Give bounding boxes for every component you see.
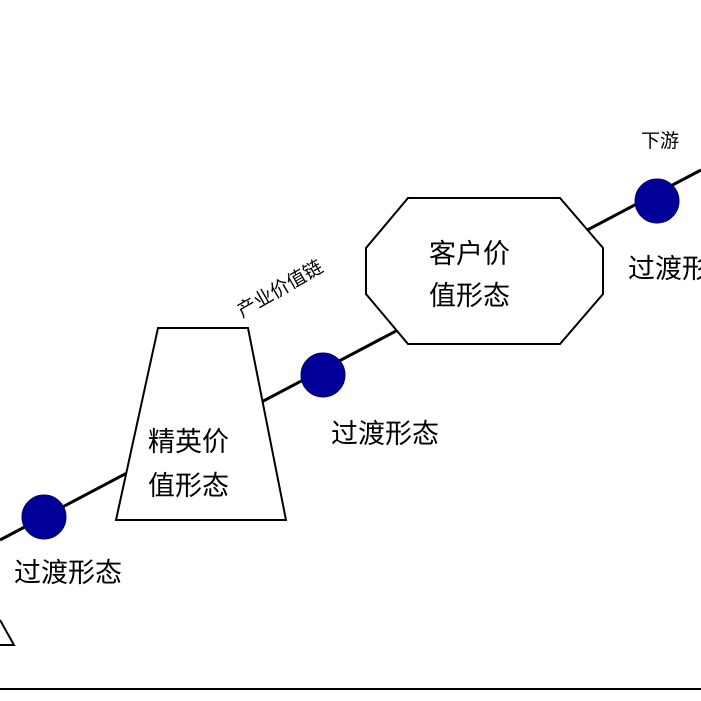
- transition-label-left: 过渡形态: [14, 558, 122, 589]
- customer-value-label-line1: 客户价: [429, 239, 510, 270]
- partial-triangle-shape: [0, 619, 16, 646]
- transition-label-middle: 过渡形态: [331, 419, 439, 450]
- transition-label-right: 过渡形: [628, 254, 701, 285]
- elite-value-shape: [114, 327, 288, 521]
- elite-value-label-line2: 值形态: [148, 471, 229, 502]
- customer-value-label-line2: 值形态: [429, 281, 510, 312]
- transition-node-middle: [300, 352, 346, 398]
- transition-node-left: [21, 494, 67, 540]
- value-chain-label: 产业价值链: [234, 256, 327, 323]
- customer-value-shape: [365, 197, 604, 345]
- downstream-label: 下游: [641, 130, 679, 152]
- elite-value-label-line1: 精英价: [148, 427, 229, 458]
- transition-node-right: [634, 178, 680, 224]
- value-chain-line: [0, 168, 701, 542]
